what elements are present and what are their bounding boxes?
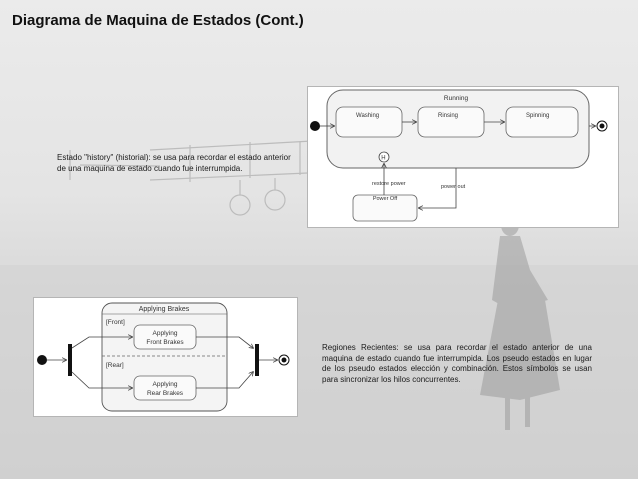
regions-caption: Regiones Recientes: se usa para recordar… <box>322 343 592 385</box>
join-bar <box>255 344 259 376</box>
front-brakes-line1: Applying <box>153 330 178 337</box>
applying-brakes-label: Applying Brakes <box>139 306 190 313</box>
history-symbol: H <box>381 156 385 162</box>
biplane-silhouette <box>70 140 330 215</box>
region-rear-label: [Rear] <box>106 362 124 369</box>
state-spinning-label: Spinning <box>526 113 549 119</box>
initial-node <box>310 121 320 131</box>
fork-bar <box>68 344 72 376</box>
regions-state-diagram: Applying Brakes [Front] [Rear] Applying … <box>33 297 298 417</box>
state-rinsing-label: Rinsing <box>438 113 458 119</box>
rear-brakes-line1: Applying <box>153 381 178 388</box>
rear-brakes-line2: Rear Brakes <box>147 390 184 397</box>
front-brakes-line2: Front Brakes <box>146 339 184 346</box>
history-caption: Estado "history" (historial): se usa par… <box>57 153 297 174</box>
state-spinning <box>506 107 578 137</box>
slide-title: Diagrama de Maquina de Estados (Cont.) <box>12 12 304 29</box>
state-power-off-label: Power Off <box>373 196 398 202</box>
state-rinsing <box>418 107 484 137</box>
state-washing-label: Washing <box>356 113 379 119</box>
restore-power-label: restore power <box>372 181 406 187</box>
running-label: Running <box>444 95 469 102</box>
power-out-label: power out <box>441 184 466 190</box>
history-state-diagram: Running Washing Rinsing Spinning H Power… <box>307 86 619 228</box>
state-washing <box>336 107 402 137</box>
region-front-label: [Front] <box>106 319 125 326</box>
initial-node <box>37 355 47 365</box>
